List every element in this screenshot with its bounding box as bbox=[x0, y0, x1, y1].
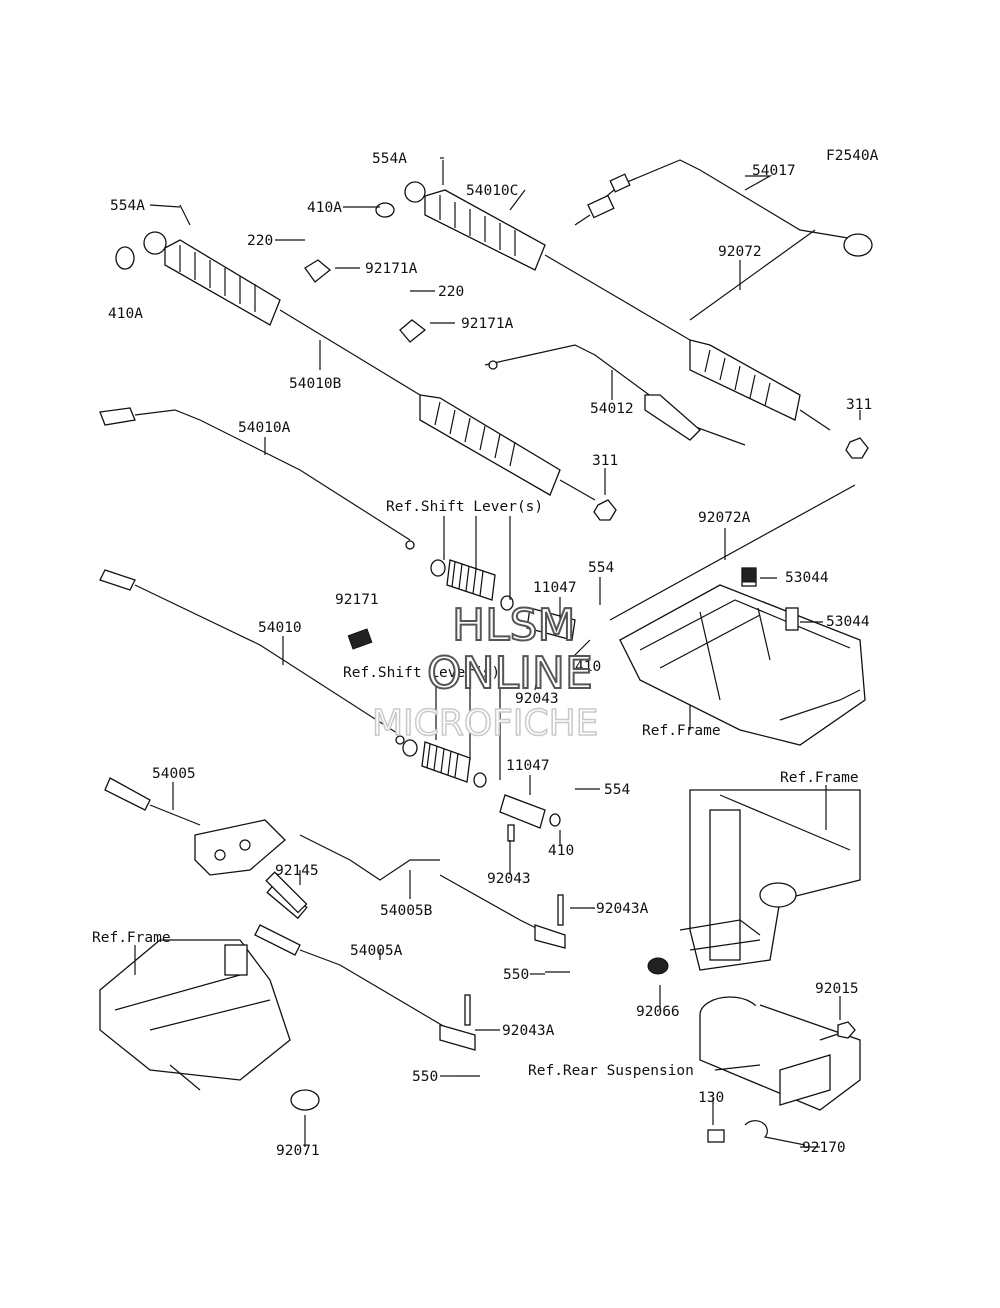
block-53044-a bbox=[741, 567, 757, 583]
watermark-line3: MICROFICHE bbox=[372, 703, 598, 744]
bracket-92171A-lower bbox=[399, 319, 427, 343]
cable-54005B-lower bbox=[439, 874, 570, 973]
part-number-labels: F2540A 554A 554A 410A 410A 220 220 92171… bbox=[108, 148, 879, 1159]
ref-rear-suspension: Ref.Rear Suspension bbox=[528, 1063, 694, 1079]
label-311-right: 311 bbox=[846, 397, 872, 413]
watermark-line1: HLSM bbox=[452, 600, 576, 651]
label-54010: 54010 bbox=[258, 620, 302, 636]
ref-shift-lever-upper: Ref.Shift Lever(s) bbox=[386, 499, 543, 515]
cable-54010 bbox=[99, 569, 405, 745]
label-54005: 54005 bbox=[152, 766, 196, 782]
watermark: HLSM ONLINE MICROFICHE bbox=[371, 599, 599, 745]
pin-92170 bbox=[744, 1120, 806, 1146]
seal-92071 bbox=[290, 1089, 320, 1111]
label-410-upper: 410 bbox=[575, 659, 601, 675]
cable-54010B bbox=[143, 231, 617, 521]
watermark-line2: ONLINE bbox=[427, 648, 593, 699]
figure-code: F2540A bbox=[826, 148, 879, 164]
cable-54005B bbox=[299, 834, 440, 881]
pin-554A-left bbox=[179, 204, 191, 226]
label-54010A: 54010A bbox=[238, 420, 291, 436]
ref-shift-lever-lower: Ref.Shift Lever(s) bbox=[343, 665, 500, 681]
nut-92015 bbox=[837, 1021, 856, 1039]
label-554-lower: 554 bbox=[604, 782, 630, 798]
clip-92171 bbox=[347, 628, 373, 650]
label-130: 130 bbox=[698, 1090, 724, 1106]
label-220-mid: 220 bbox=[438, 284, 464, 300]
label-92171: 92171 bbox=[335, 592, 379, 608]
label-54005A: 54005A bbox=[350, 943, 403, 959]
label-11047-upper: 11047 bbox=[533, 580, 577, 596]
frame-drawing-lower-left bbox=[99, 939, 291, 1091]
label-92066: 92066 bbox=[636, 1004, 680, 1020]
label-92071: 92071 bbox=[276, 1143, 320, 1159]
label-92072: 92072 bbox=[718, 244, 762, 260]
label-11047-lower: 11047 bbox=[506, 758, 550, 774]
label-53044-a: 53044 bbox=[785, 570, 829, 586]
cable-54010C bbox=[404, 181, 869, 459]
label-92145: 92145 bbox=[275, 863, 319, 879]
ref-frame-right: Ref.Frame bbox=[642, 723, 721, 739]
label-54017: 54017 bbox=[752, 163, 796, 179]
reference-labels: Ref.Shift Lever(s) Ref.Shift Lever(s) Re… bbox=[92, 499, 859, 1079]
label-92043A-lower: 92043A bbox=[502, 1023, 555, 1039]
cap-92066 bbox=[647, 957, 669, 975]
label-54012: 54012 bbox=[590, 401, 634, 417]
label-410A-mid: 410A bbox=[307, 200, 342, 216]
cable-54012 bbox=[484, 344, 746, 446]
rear-suspension-drawing bbox=[699, 996, 861, 1111]
label-92015: 92015 bbox=[815, 981, 859, 997]
label-92170: 92170 bbox=[802, 1140, 846, 1156]
label-54005B: 54005B bbox=[380, 903, 433, 919]
cable-54005 bbox=[104, 777, 308, 920]
label-92043-lower: 92043 bbox=[487, 871, 531, 887]
label-410-lower: 410 bbox=[548, 843, 574, 859]
frame-drawing-right bbox=[619, 567, 866, 746]
label-92072A: 92072A bbox=[698, 510, 751, 526]
label-92043A-upper: 92043A bbox=[596, 901, 649, 917]
bracket-92171A-upper bbox=[304, 259, 332, 283]
label-220-top: 220 bbox=[247, 233, 273, 249]
label-54010B: 54010B bbox=[289, 376, 342, 392]
ref-frame-lower-left: Ref.Frame bbox=[92, 930, 171, 946]
cable-54005A bbox=[254, 924, 480, 1077]
washer-410A-mid bbox=[375, 202, 395, 218]
label-53044-b: 53044 bbox=[826, 614, 870, 630]
shift-lever-parts-1 bbox=[430, 559, 576, 641]
label-92171A-mid: 92171A bbox=[461, 316, 514, 332]
label-92043-upper: 92043 bbox=[515, 691, 559, 707]
washer-410A-left bbox=[115, 246, 135, 270]
ref-frame-lower-right: Ref.Frame bbox=[780, 770, 859, 786]
label-550-upper: 550 bbox=[503, 967, 529, 983]
cable-tie-92072A bbox=[609, 484, 856, 621]
label-554A-left: 554A bbox=[110, 198, 145, 214]
cable-tie-92072 bbox=[689, 229, 816, 321]
label-554-upper: 554 bbox=[588, 560, 614, 576]
cable-54017 bbox=[574, 159, 873, 257]
label-550-lower: 550 bbox=[412, 1069, 438, 1085]
label-54010C: 54010C bbox=[466, 183, 518, 199]
label-311-mid: 311 bbox=[592, 453, 618, 469]
label-554A-top: 554A bbox=[372, 151, 407, 167]
label-410A-left: 410A bbox=[108, 306, 143, 322]
cable-54010A bbox=[99, 407, 415, 550]
leader-lines bbox=[134, 157, 861, 1148]
bolt-130 bbox=[707, 1129, 725, 1143]
shift-lever-parts-2 bbox=[402, 739, 561, 842]
label-92171A-top: 92171A bbox=[365, 261, 418, 277]
frame-drawing-lower-right bbox=[679, 789, 861, 971]
spring-92145 bbox=[265, 871, 308, 914]
